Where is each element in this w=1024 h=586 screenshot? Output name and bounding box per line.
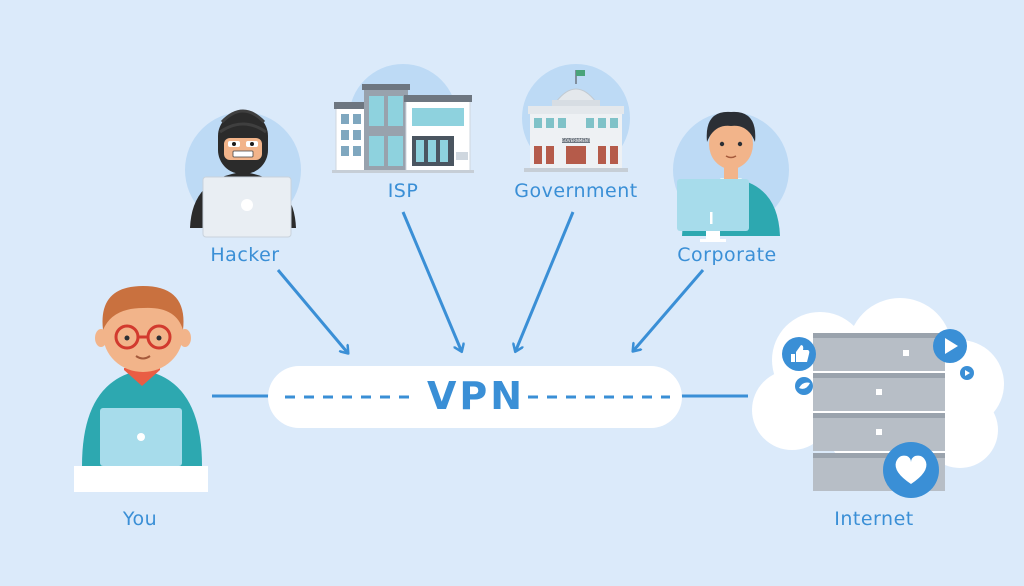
government-sign-text: GOVERNMENT: [561, 138, 591, 143]
government-building-icon: [522, 64, 630, 172]
government-label: Government: [514, 180, 638, 202]
vpn-label: VPN: [426, 374, 526, 418]
server-cloud-icon: [752, 298, 1004, 498]
isp-building-icon: [332, 64, 474, 173]
corporate-label: Corporate: [677, 244, 777, 266]
hacker-label: Hacker: [210, 244, 280, 266]
vpn-tunnel: [268, 366, 682, 428]
arrow-corporate: [634, 269, 705, 350]
heart-bubble-icon: [883, 442, 939, 498]
like-bubble-icon: [782, 337, 816, 371]
hacker-icon: [185, 109, 301, 238]
play-bubble-icon: [933, 329, 967, 363]
arrow-isp: [401, 211, 461, 350]
you-label: You: [122, 508, 158, 530]
connection-lines: [212, 211, 748, 398]
isp-label: ISP: [387, 180, 419, 202]
internet-label: Internet: [834, 508, 914, 530]
arrow-government: [516, 211, 575, 350]
arrow-hacker: [276, 269, 347, 352]
small-play-icon: [960, 366, 974, 380]
user-with-laptop-icon: [74, 286, 208, 492]
bird-bubble-icon: [795, 377, 813, 395]
office-worker-icon: [673, 111, 789, 242]
